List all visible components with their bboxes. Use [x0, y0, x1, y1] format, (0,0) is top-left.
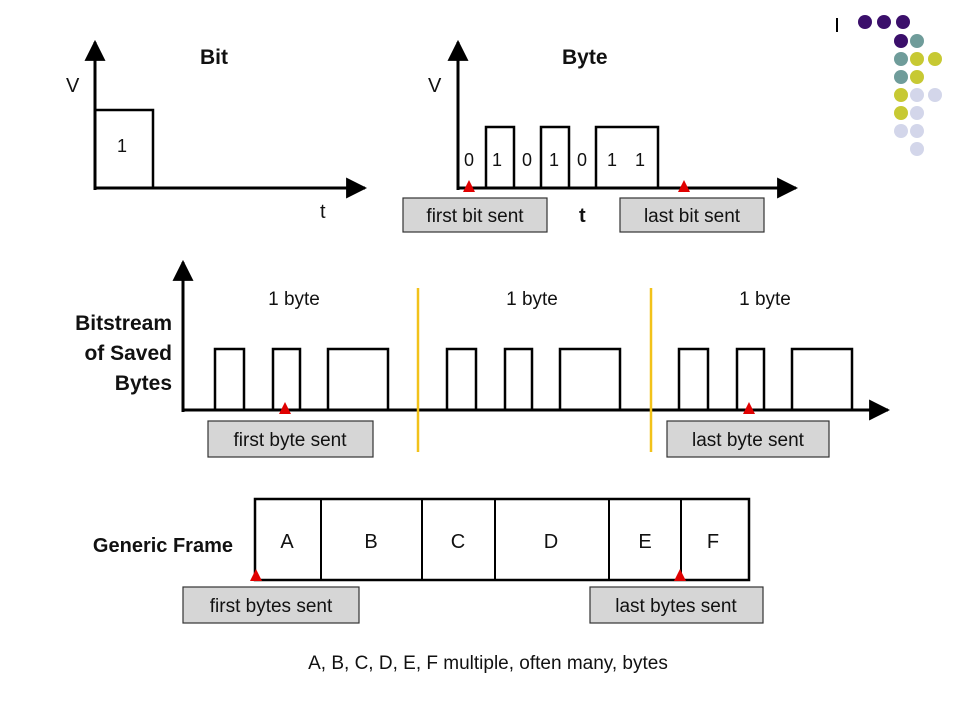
frame-caption: A, B, C, D, E, F multiple, often many, b…	[308, 653, 668, 674]
decorative-dot	[858, 15, 872, 29]
byte-title: Byte	[562, 46, 608, 69]
frame-title: Generic Frame	[93, 535, 233, 557]
decorative-dot	[910, 124, 924, 138]
decorative-dot	[910, 106, 924, 120]
decorative-dot	[928, 52, 942, 66]
first-bit-marker	[463, 180, 475, 192]
first-bytes-marker	[250, 569, 262, 581]
frame-cell-d: D	[544, 531, 558, 553]
decorative-dot	[910, 142, 924, 156]
decorative-dot	[910, 34, 924, 48]
decorative-dot	[910, 52, 924, 66]
last-bit-label: last bit sent	[644, 206, 741, 227]
decorative-dot	[894, 106, 908, 120]
byte-label-3: 1 byte	[739, 289, 791, 310]
last-byte-label: last byte sent	[692, 430, 805, 451]
last-byte-label-box	[666, 420, 830, 458]
byte-bit-label: 0	[464, 150, 474, 170]
first-bit-label: first bit sent	[426, 206, 524, 227]
first-byte-label-box	[207, 420, 374, 458]
decorative-dot	[894, 88, 908, 102]
bit-title: Bit	[200, 46, 228, 69]
decorative-dot	[894, 124, 908, 138]
byte-bit-label: 0	[577, 150, 587, 170]
decorative-dot	[894, 34, 908, 48]
byte-bit-label: 1	[492, 150, 502, 170]
bit-pulse	[95, 108, 155, 188]
bit-y-label: V	[66, 75, 80, 97]
first-byte-marker	[279, 402, 291, 414]
first-byte-label: first byte sent	[234, 430, 348, 451]
byte-bit-label: 1	[607, 150, 617, 170]
decorative-dot	[894, 70, 908, 84]
bit-x-label: t	[320, 201, 326, 223]
bitstream-title-line-1: Bitstream	[75, 312, 172, 335]
frame-cell-c: C	[451, 531, 465, 553]
first-bit-label-box	[402, 197, 548, 233]
bitstream-waveform	[183, 347, 870, 412]
decorative-dot	[910, 70, 924, 84]
byte-label-2: 1 byte	[506, 289, 558, 310]
byte-waveform	[458, 125, 712, 190]
last-bytes-label: last bytes sent	[615, 596, 737, 617]
decorative-dot	[877, 15, 891, 29]
frame-cell-a: A	[280, 531, 294, 553]
decorative-dot	[894, 52, 908, 66]
frame-cell-f: F	[707, 531, 719, 553]
first-bytes-label: first bytes sent	[210, 596, 333, 617]
bitstream-panel: Bitstream of Saved Bytes 1 byte 1 byte 1…	[75, 259, 891, 458]
byte-bit-label: 1	[635, 150, 645, 170]
bitstream-title-line-2: of Saved	[84, 342, 172, 365]
bitstream-title-line-3: Bytes	[115, 372, 172, 395]
byte-label-1: 1 byte	[268, 289, 320, 310]
last-bit-marker	[678, 180, 690, 192]
corner-divider	[836, 18, 838, 32]
frame-panel: Generic Frame A B C D E F first bytes se…	[93, 497, 764, 674]
bit-panel: Bit V t 1	[66, 39, 368, 223]
byte-y-label: V	[428, 75, 442, 97]
last-byte-marker	[743, 402, 755, 414]
byte-bit-label: 1	[549, 150, 559, 170]
bit-pulse-label: 1	[117, 136, 127, 156]
byte-x-label: t	[579, 205, 586, 227]
frame-outline	[253, 497, 751, 582]
decorative-dot	[896, 15, 910, 29]
decorative-dot	[910, 88, 924, 102]
last-bytes-label-box	[589, 586, 764, 624]
byte-bit-label: 0	[522, 150, 532, 170]
last-bit-label-box	[619, 197, 765, 233]
first-bytes-label-box	[182, 586, 360, 624]
decorative-dot	[928, 88, 942, 102]
frame-cell-b: B	[364, 531, 377, 553]
last-bytes-marker	[674, 569, 686, 581]
frame-cell-e: E	[638, 531, 651, 553]
